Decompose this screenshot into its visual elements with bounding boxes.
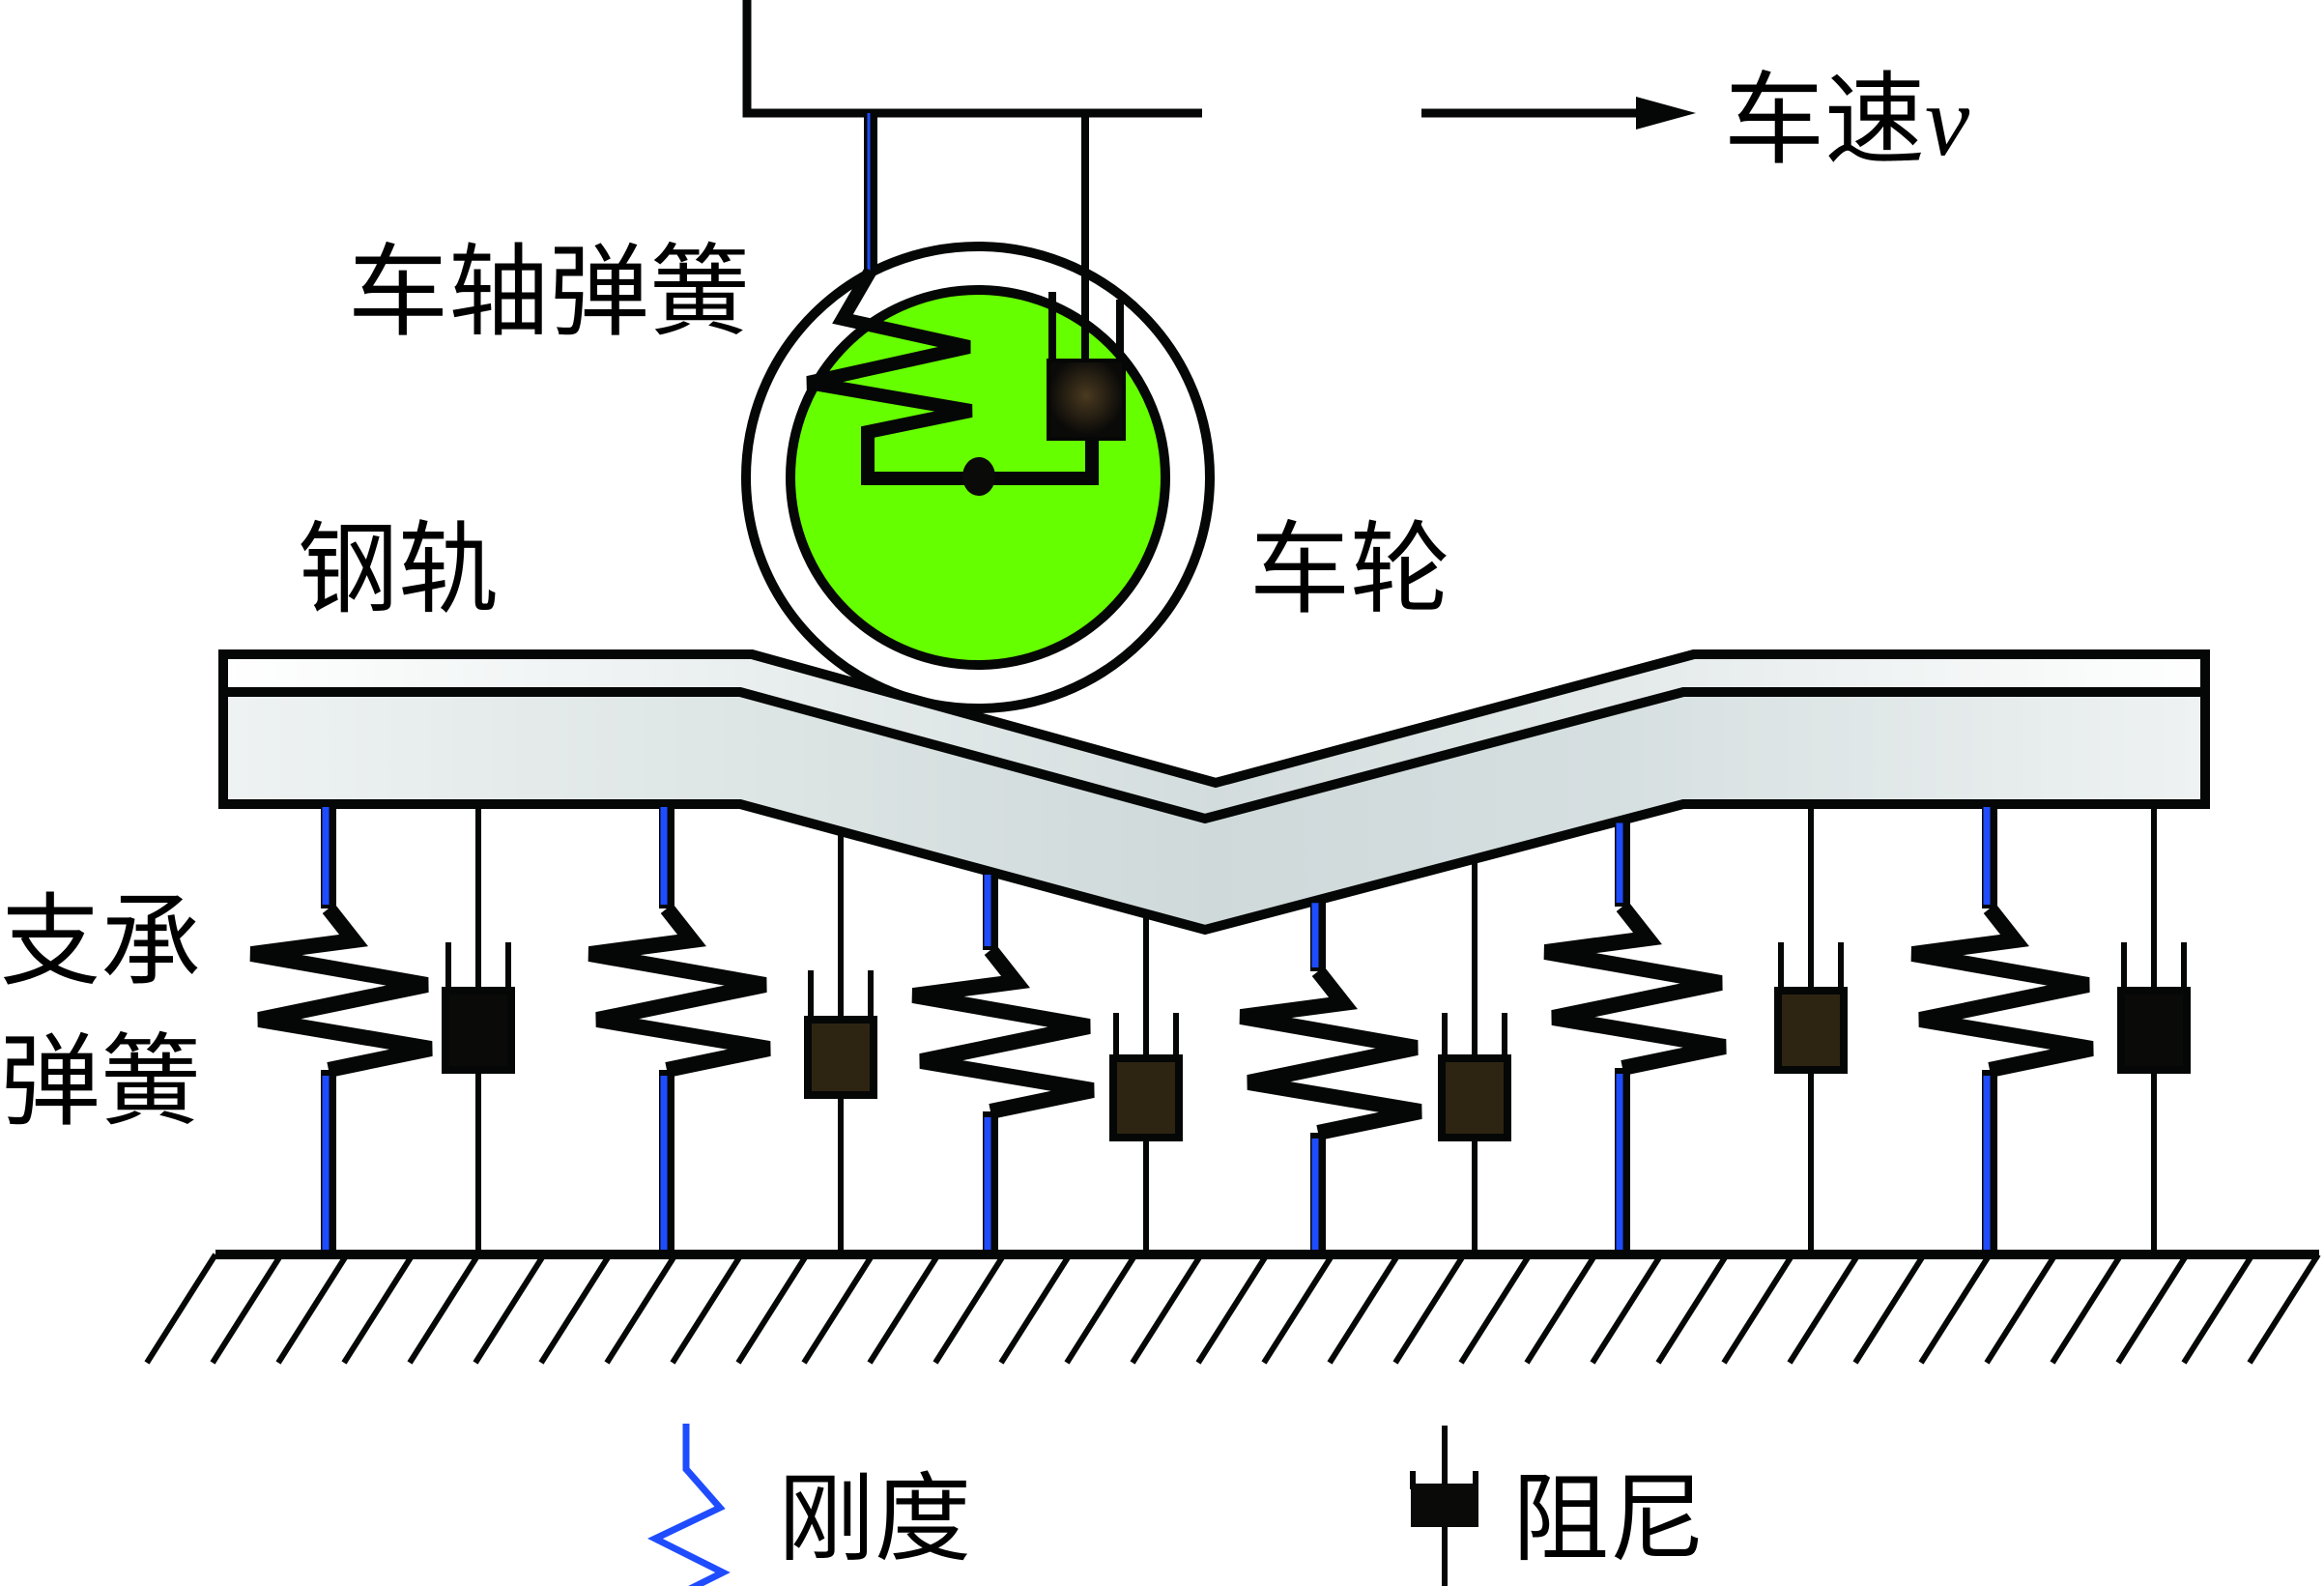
axle-spring	[806, 113, 1099, 485]
hatch-line	[735, 1253, 810, 1365]
support-spring-label-line1: 支承	[0, 882, 201, 1000]
hatch-line	[1590, 1253, 1664, 1365]
hatch-line	[1392, 1253, 1467, 1365]
legend-damping: 阻尼	[1410, 1426, 1706, 1586]
speed-indicator: 车速v	[1421, 61, 1970, 179]
hatch-line	[2181, 1253, 2255, 1365]
ground	[144, 1250, 2321, 1365]
hatch-line	[801, 1253, 875, 1365]
hatch-line	[1655, 1253, 1730, 1365]
damper-cylinder	[442, 987, 515, 1074]
rail-label: 钢轨	[298, 510, 499, 628]
support-damper	[2117, 804, 2191, 1254]
speed-symbol: v	[1925, 66, 1970, 177]
legend: 刚度 阻尼	[647, 1424, 1706, 1586]
damper-cylinder	[1109, 1054, 1183, 1141]
support-spring	[1910, 804, 2094, 1254]
axle-spring-label: 车轴弹簧	[348, 233, 750, 351]
hatch-line	[2247, 1253, 2321, 1365]
hatch-line	[1984, 1253, 2058, 1365]
hatch-line	[867, 1253, 941, 1365]
legend-stiffness-label: 刚度	[778, 1462, 971, 1575]
wheel-label: 车轮	[1249, 510, 1450, 628]
hatch-line	[1852, 1253, 1927, 1365]
spring-coil	[911, 945, 1095, 1119]
hatch-line	[210, 1253, 284, 1365]
hatch-line	[407, 1253, 481, 1365]
wheel-hub	[962, 457, 995, 496]
damper-icon	[1410, 1426, 1478, 1586]
hatch-line	[932, 1253, 1007, 1365]
hatch-line	[341, 1253, 416, 1365]
support-spring-label-line2: 弹簧	[0, 1023, 201, 1140]
support-damper	[804, 831, 877, 1254]
spring-icon	[647, 1424, 731, 1586]
hatch-line	[2050, 1253, 2124, 1365]
vehicle-frame	[742, 0, 1202, 118]
support-spring	[1543, 820, 1727, 1254]
hatch-line	[538, 1253, 613, 1365]
rail	[218, 649, 2210, 936]
hatch-line	[1721, 1253, 1795, 1365]
hatch-line	[473, 1253, 547, 1365]
support-spring-label: 支承 弹簧	[0, 882, 201, 1140]
support-damper	[1438, 858, 1511, 1254]
hatch-line	[2115, 1253, 2190, 1365]
speed-label: 车速v	[1724, 61, 1970, 179]
support-spring	[588, 804, 771, 1254]
damper-cylinder	[2117, 987, 2191, 1074]
ground-hatching	[144, 1253, 2321, 1365]
hatch-line	[1524, 1253, 1598, 1365]
hatch-line	[1261, 1253, 1335, 1365]
spring-coil	[1239, 966, 1422, 1140]
support-spring	[1239, 900, 1422, 1254]
legend-stiffness: 刚度	[647, 1424, 971, 1586]
hatch-line	[670, 1253, 744, 1365]
spring-coil	[1910, 904, 2094, 1078]
damper-cylinder	[804, 1016, 877, 1099]
hatch-line	[144, 1253, 218, 1365]
support-spring	[249, 804, 433, 1254]
support-elements	[249, 804, 2191, 1254]
support-spring	[911, 872, 1095, 1254]
hatch-line	[998, 1253, 1073, 1365]
hatch-line	[1787, 1253, 1861, 1365]
hatch-line	[1327, 1253, 1401, 1365]
axle-damper	[1047, 113, 1126, 441]
hatch-line	[1195, 1253, 1270, 1365]
spring-coil	[1543, 902, 1727, 1076]
hatch-line	[275, 1253, 350, 1365]
support-damper	[1109, 913, 1183, 1254]
legend-damping-label: 阻尼	[1512, 1462, 1706, 1575]
support-damper	[442, 804, 515, 1254]
hatch-line	[604, 1253, 678, 1365]
hatch-line	[1918, 1253, 1993, 1365]
hatch-line	[1130, 1253, 1204, 1365]
spring-coil	[588, 904, 771, 1078]
hatch-line	[1458, 1253, 1533, 1365]
support-damper	[1774, 804, 1848, 1254]
arrow-right-icon	[1421, 97, 1696, 130]
damper-cylinder	[1774, 987, 1848, 1074]
axle-suspension	[806, 113, 1126, 496]
hatch-line	[1064, 1253, 1138, 1365]
rail-head	[218, 649, 2210, 824]
spring-coil	[249, 904, 433, 1078]
damper-cylinder	[1438, 1054, 1511, 1141]
